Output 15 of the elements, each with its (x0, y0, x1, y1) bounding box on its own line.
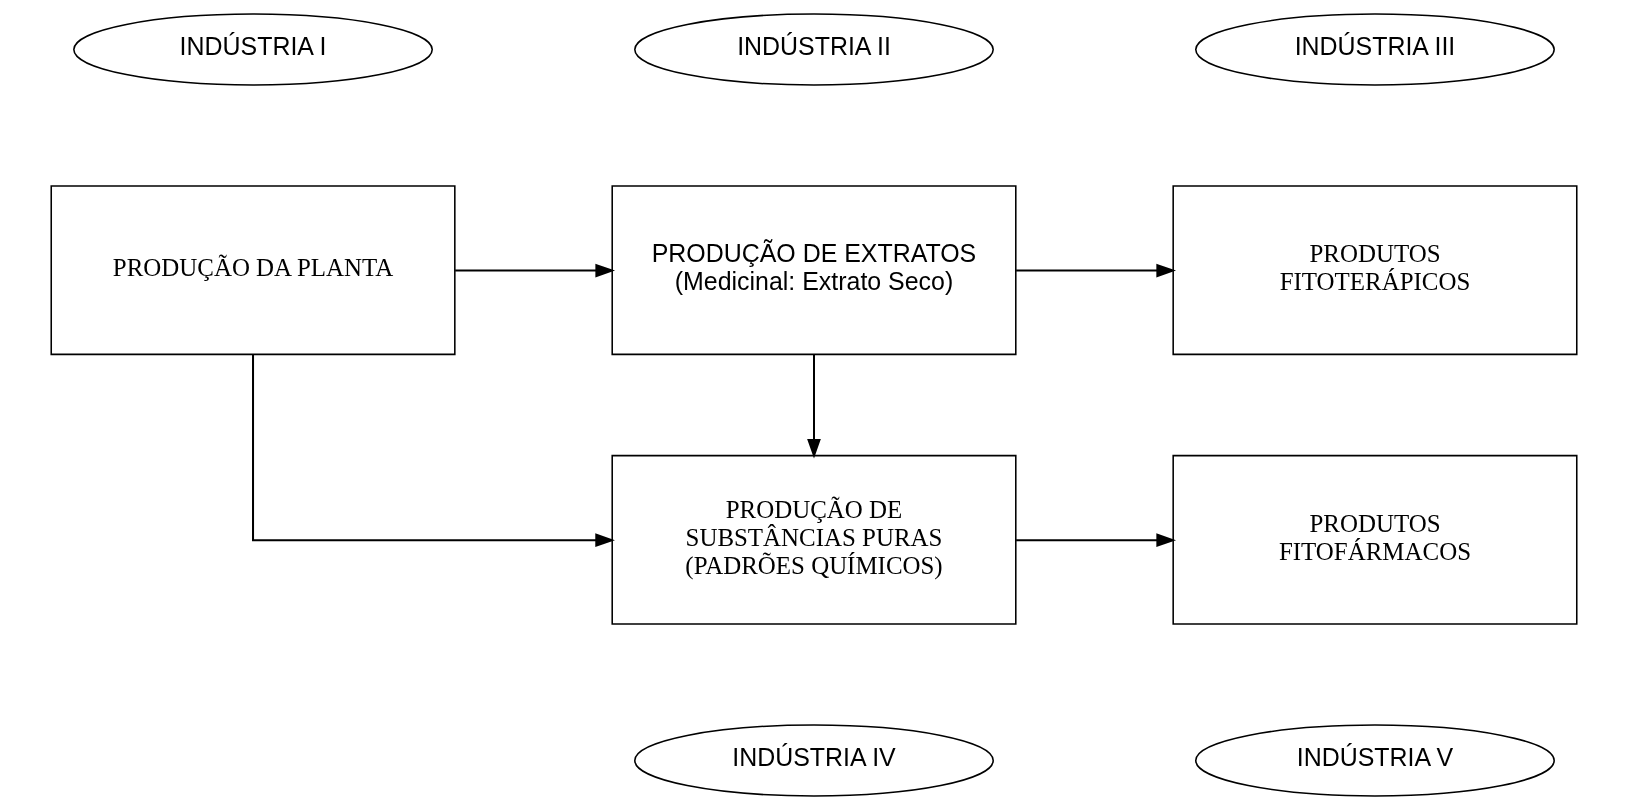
node-ellipse: INDÚSTRIA V (1194, 724, 1555, 797)
node-box: PRODUTOS FITOFÁRMACOS (1171, 454, 1578, 625)
node-ellipse: INDÚSTRIA III (1194, 13, 1555, 86)
arrow (1015, 263, 1176, 278)
node-ellipse: INDÚSTRIA I (72, 13, 433, 86)
node-box: PRODUÇÃO DA PLANTA (49, 185, 456, 356)
node-ellipse: INDÚSTRIA II (633, 13, 994, 86)
arrow (454, 263, 615, 278)
node-ellipse: INDÚSTRIA IV (633, 724, 994, 797)
arrow (1015, 533, 1176, 548)
node-box: PRODUÇÃO DE SUBSTÂNCIAS PURAS (PADRÕES QUÍMICOS) (610, 454, 1017, 625)
node-box: PRODUÇÃO DE EXTRATOS (Medicinal: Extrato Seco) (610, 185, 1017, 356)
arrow (806, 354, 821, 459)
arrow (251, 354, 615, 548)
node-box: PRODUTOS FITOTERÁPICOS (1171, 185, 1578, 356)
